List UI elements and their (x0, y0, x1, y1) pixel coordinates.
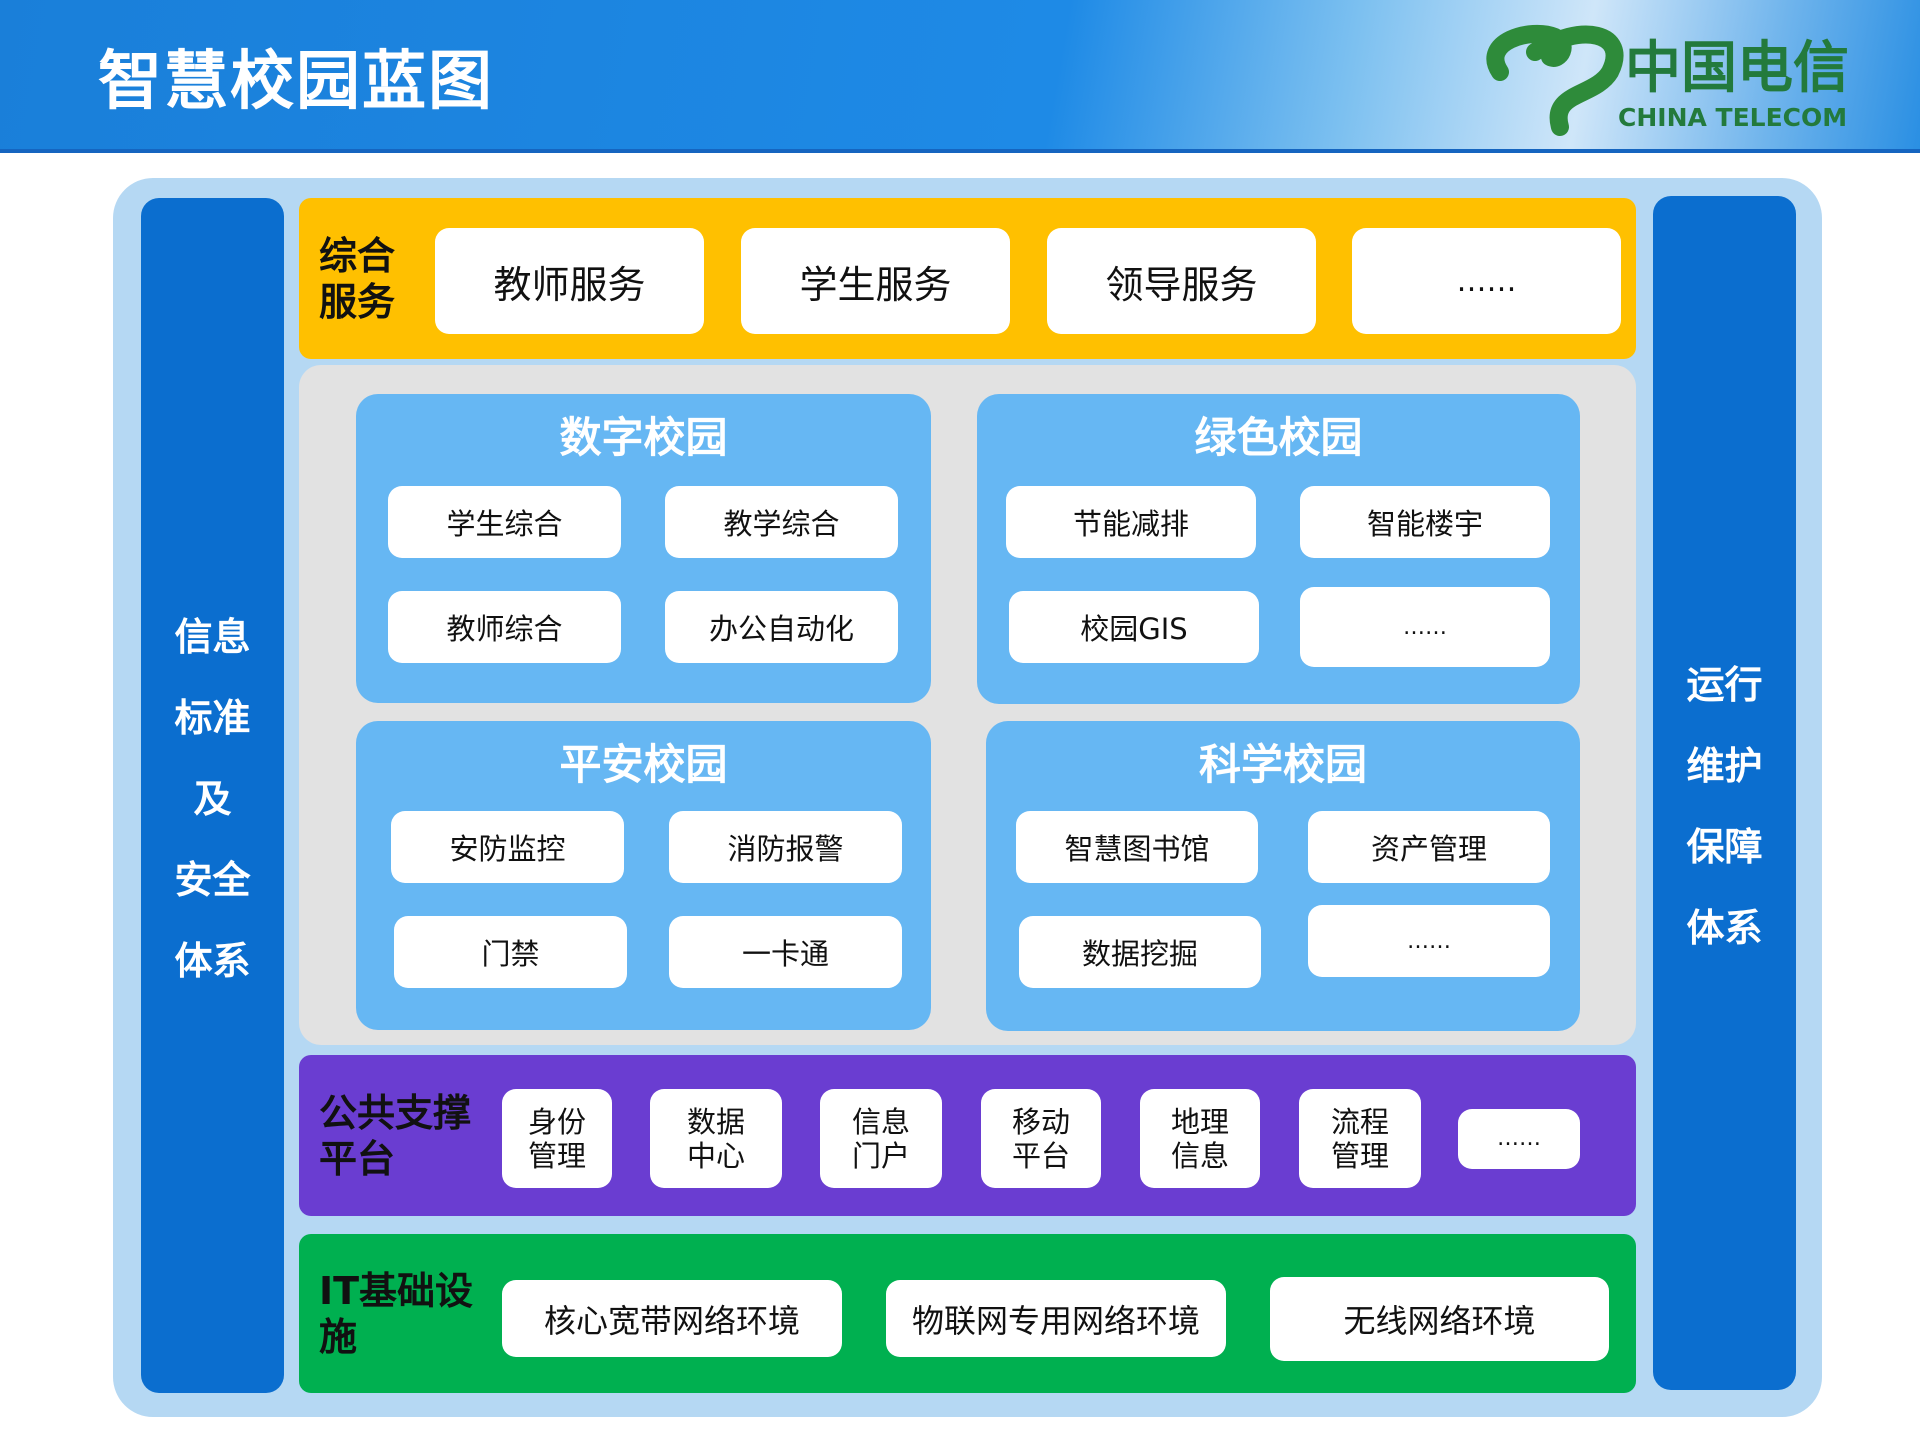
platform-item-line: …… (1497, 1126, 1541, 1151)
campus-item[interactable]: …… (1300, 587, 1550, 667)
campus-item[interactable]: …… (1308, 905, 1550, 977)
service-item[interactable]: 领导服务 (1047, 228, 1316, 334)
svg-text:CHINA TELECOM: CHINA TELECOM (1618, 103, 1847, 132)
platform-item-line: 管理 (527, 1138, 586, 1173)
right-bar-line: 运行 (1686, 663, 1763, 707)
green-campus: 绿色校园 节能减排 智能楼宇 校园GIS …… (977, 394, 1580, 704)
page-title: 智慧校园蓝图 (98, 45, 494, 119)
campus-item[interactable]: 教师综合 (388, 591, 621, 663)
platform-item[interactable]: 身份管理 (502, 1089, 612, 1188)
info-standard-security-bar: 信息 标准 及 安全 体系 (141, 198, 284, 1393)
platform-item[interactable]: 数据中心 (650, 1089, 782, 1188)
left-bar-line: 及 (193, 777, 232, 821)
campus-item[interactable]: 安防监控 (391, 811, 624, 883)
operation-maintenance-bar: 运行 维护 保障 体系 (1653, 196, 1796, 1390)
campus-item[interactable]: 门禁 (394, 916, 627, 988)
left-bar-line: 体系 (174, 939, 251, 983)
platform-item[interactable]: 流程管理 (1299, 1089, 1421, 1188)
campus-item[interactable]: 智慧图书馆 (1016, 811, 1258, 883)
platform-item-line: 平台 (1011, 1138, 1070, 1173)
left-bar-line: 标准 (174, 696, 251, 740)
platform-item[interactable]: 信息门户 (820, 1089, 942, 1188)
platform-item-line: 数据 (686, 1104, 745, 1139)
svg-text:中国电信: 中国电信 (1625, 35, 1849, 101)
platform-item-line: 中心 (686, 1138, 745, 1173)
campus-item[interactable]: 办公自动化 (665, 591, 898, 663)
digital-campus: 数字校园 学生综合 教学综合 教师综合 办公自动化 (356, 394, 931, 703)
platform-item-line: 信息 (1170, 1138, 1229, 1173)
platform-item-line: 信息 (851, 1104, 910, 1139)
safe-campus: 平安校园 安防监控 消防报警 门禁 一卡通 (356, 721, 931, 1030)
campus-title: 科学校园 (1198, 740, 1367, 789)
campus-item[interactable]: 消防报警 (669, 811, 902, 883)
left-bar-line: 信息 (174, 615, 251, 659)
platform-item-line: 身份 (527, 1104, 586, 1139)
infra-item[interactable]: 物联网专用网络环境 (886, 1280, 1226, 1357)
campus-item[interactable]: 校园GIS (1009, 591, 1259, 663)
infra-item[interactable]: 核心宽带网络环境 (502, 1280, 842, 1357)
campus-item[interactable]: 节能减排 (1006, 486, 1256, 558)
service-item[interactable]: 学生服务 (741, 228, 1010, 334)
services-label: 综合服务 (319, 233, 396, 324)
campus-title: 数字校园 (559, 413, 728, 462)
platform-item[interactable]: …… (1458, 1109, 1580, 1169)
platform-band: 公共支撑平台 (299, 1055, 1636, 1216)
platform-item-line: 门户 (851, 1138, 910, 1173)
platform-item[interactable]: 移动平台 (981, 1089, 1101, 1188)
service-item[interactable]: 教师服务 (435, 228, 704, 334)
campus-item[interactable]: 学生综合 (388, 486, 621, 558)
infra-label: IT基础设施 (319, 1268, 474, 1359)
platform-item-line: 流程 (1330, 1104, 1389, 1139)
platform-item-line: 移动 (1011, 1104, 1070, 1139)
right-bar-line: 保障 (1686, 825, 1763, 869)
campus-item[interactable]: 教学综合 (665, 486, 898, 558)
platform-item[interactable]: 地理信息 (1140, 1089, 1260, 1188)
platform-item-line: 管理 (1330, 1138, 1389, 1173)
service-item[interactable]: …… (1352, 228, 1621, 334)
right-bar-line: 体系 (1686, 906, 1763, 950)
right-bar-line: 维护 (1686, 744, 1763, 788)
platform-label: 公共支撑平台 (319, 1090, 472, 1181)
infra-item[interactable]: 无线网络环境 (1270, 1277, 1609, 1361)
china-telecom-logo: 中国电信 CHINA TELECOM (1460, 12, 1880, 142)
campus-item[interactable]: 智能楼宇 (1300, 486, 1550, 558)
platform-item-line: 地理 (1170, 1104, 1229, 1139)
campus-item[interactable]: 资产管理 (1308, 811, 1550, 883)
campus-title: 绿色校园 (1194, 413, 1363, 462)
campus-item[interactable]: 数据挖掘 (1019, 916, 1261, 988)
campus-item[interactable]: 一卡通 (669, 916, 902, 988)
science-campus: 科学校园 智慧图书馆 资产管理 数据挖掘 …… (986, 721, 1580, 1031)
campus-title: 平安校园 (559, 740, 728, 789)
left-bar-line: 安全 (174, 858, 251, 902)
